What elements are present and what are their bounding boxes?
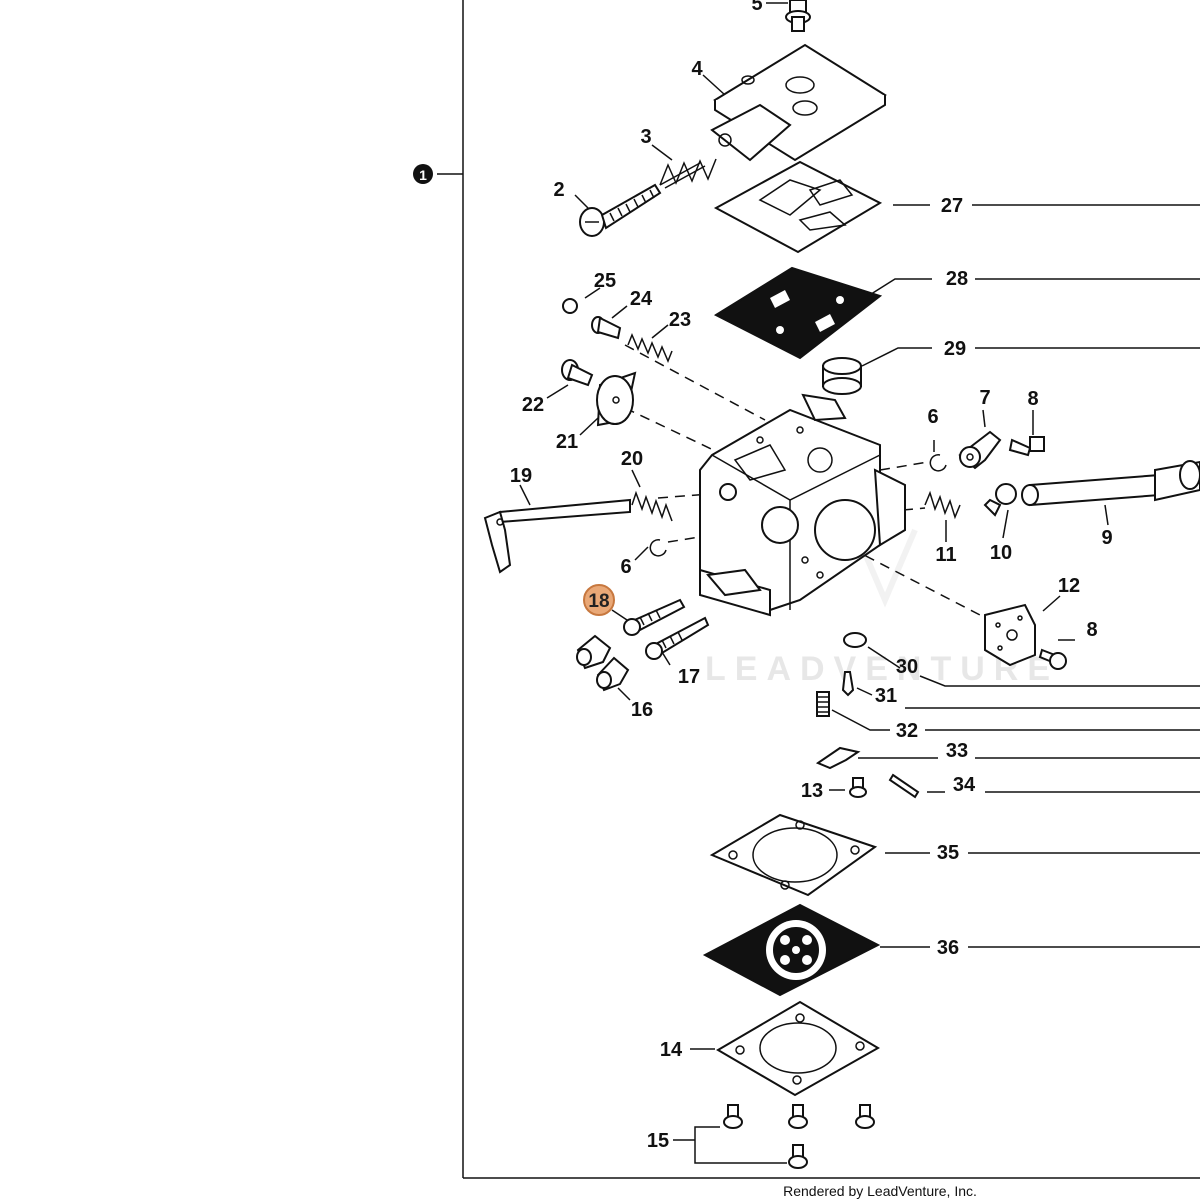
part-15-screws[interactable] [723, 1104, 875, 1169]
label-4[interactable]: 4 [691, 58, 703, 80]
label-5[interactable]: 5 [751, 0, 762, 15]
label-33[interactable]: 33 [946, 740, 968, 762]
label-32[interactable]: 32 [896, 720, 918, 742]
part-3-spring[interactable] [659, 158, 717, 189]
label-17[interactable]: 17 [678, 666, 700, 688]
footer-credit: Rendered by LeadVenture, Inc. [783, 1183, 977, 1199]
part-6-clip-right[interactable] [929, 454, 947, 472]
part-20-spring[interactable] [631, 490, 673, 522]
label-23[interactable]: 23 [669, 309, 691, 331]
label-34[interactable]: 34 [953, 774, 976, 796]
part-4-cover[interactable] [710, 43, 887, 162]
label-22[interactable]: 22 [522, 394, 544, 416]
label-13[interactable]: 13 [801, 780, 823, 802]
part-8-screw-lower[interactable] [1038, 648, 1067, 670]
part-23-spring[interactable] [627, 333, 673, 363]
part-18-adjusting-screw[interactable] [623, 598, 686, 636]
part-5-screw[interactable] [785, 0, 811, 32]
label-28[interactable]: 28 [946, 268, 968, 290]
part-33-lever[interactable] [815, 746, 861, 770]
part-31-needle[interactable] [841, 671, 855, 697]
part-11-spring[interactable] [924, 490, 961, 520]
label-2[interactable]: 2 [553, 179, 564, 201]
label-12[interactable]: 12 [1058, 575, 1080, 597]
label-19[interactable]: 19 [510, 465, 532, 487]
assembly-marker: 1 [413, 164, 433, 184]
label-25[interactable]: 25 [594, 270, 616, 292]
part-7-lever[interactable] [958, 430, 1002, 470]
label-24[interactable]: 24 [630, 288, 653, 310]
part-16-caps[interactable] [576, 634, 630, 692]
label-31[interactable]: 31 [875, 685, 897, 707]
part-10-clip[interactable] [983, 483, 1017, 517]
part-24-pin[interactable] [591, 316, 622, 340]
part-9-shaft[interactable] [1021, 460, 1200, 507]
part-30-o-ring[interactable] [843, 632, 867, 648]
part-labels: 5 4 3 2 27 25 28 24 23 29 7 8 22 6 21 20… [510, 0, 1113, 1152]
part-25-ring[interactable] [562, 298, 578, 314]
part-29-filter[interactable] [822, 357, 862, 395]
part-35-gasket[interactable] [709, 813, 878, 897]
label-21[interactable]: 21 [556, 431, 578, 453]
part-21-plate[interactable] [596, 371, 637, 427]
svg-text:1: 1 [419, 167, 427, 183]
label-14[interactable]: 14 [660, 1039, 683, 1061]
part-22-screw[interactable] [561, 359, 594, 387]
label-18: 18 [588, 591, 609, 612]
label-16[interactable]: 16 [631, 699, 653, 721]
watermark-text: LEADVENTURE [705, 650, 1059, 688]
part-17-adjusting-screw[interactable] [645, 616, 710, 660]
label-20[interactable]: 20 [621, 448, 643, 470]
part-13-screw[interactable] [849, 777, 867, 798]
label-29[interactable]: 29 [944, 338, 966, 360]
label-8-lower[interactable]: 8 [1086, 619, 1097, 641]
label-6-right[interactable]: 6 [927, 406, 938, 428]
watermark: LEADVENTURE [705, 482, 1059, 688]
part-14-cover[interactable] [716, 1000, 880, 1097]
label-27[interactable]: 27 [941, 195, 963, 217]
label-11[interactable]: 11 [935, 544, 956, 566]
part-6-clip-left[interactable] [649, 539, 667, 557]
carburetor-body[interactable] [699, 393, 906, 617]
label-3[interactable]: 3 [640, 126, 651, 148]
part-32-spring[interactable] [816, 691, 830, 717]
label-36[interactable]: 36 [937, 937, 959, 959]
part-36-diaphragm[interactable] [702, 903, 881, 997]
label-30[interactable]: 30 [896, 656, 918, 678]
part-12-plate[interactable] [984, 603, 1036, 667]
part-8-screw-upper[interactable] [1008, 436, 1045, 457]
part-2-screw[interactable] [579, 183, 662, 237]
label-35[interactable]: 35 [937, 842, 959, 864]
label-8-upper[interactable]: 8 [1027, 388, 1038, 410]
label-15[interactable]: 15 [647, 1130, 669, 1152]
label-10[interactable]: 10 [990, 542, 1012, 564]
leader-lines [519, 2, 1200, 1164]
part-27-gasket[interactable] [713, 160, 883, 254]
label-9[interactable]: 9 [1101, 527, 1112, 549]
part-34-pin[interactable] [888, 773, 920, 799]
label-6-left[interactable]: 6 [620, 556, 631, 578]
label-7[interactable]: 7 [979, 387, 990, 409]
assembly-frame [437, 0, 1200, 1179]
part-28-diaphragm[interactable] [713, 266, 883, 360]
part-19-shaft[interactable] [483, 498, 631, 574]
label-18-highlighted[interactable]: 18 [583, 584, 615, 616]
